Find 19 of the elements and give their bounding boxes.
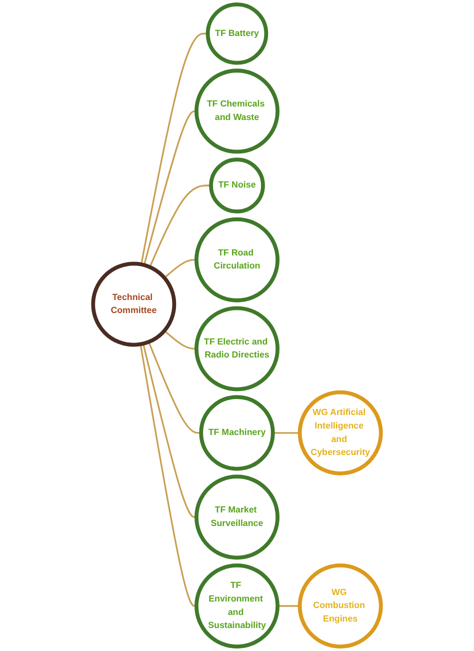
- node-circle: TF Battery: [206, 2, 268, 65]
- connector: [140, 344, 196, 607]
- node-circle: TF Environment and Sustainability: [194, 564, 280, 648]
- node-circle: WG Artificial Intelligence and Cybersecurity: [298, 390, 383, 476]
- node-circle: Technical Committee: [91, 262, 176, 347]
- node-circle: TF Market Surveillance: [194, 474, 280, 560]
- node-circle: WG Combustion Engines: [298, 564, 383, 648]
- node-circle: TF Road Circulation: [194, 217, 280, 302]
- node-circle: TF Noise: [209, 158, 265, 214]
- node-circle: TF Machinery: [199, 395, 275, 471]
- connector: [142, 343, 196, 518]
- connector: [149, 184, 211, 268]
- connector: [140, 32, 208, 265]
- connector: [143, 110, 196, 266]
- connector: [164, 330, 196, 350]
- node-circle: TF Chemicals and Waste: [194, 68, 280, 154]
- node-circle: TF Electric and Radio Directies: [194, 306, 280, 392]
- connector: [148, 342, 202, 434]
- connector: [164, 258, 196, 278]
